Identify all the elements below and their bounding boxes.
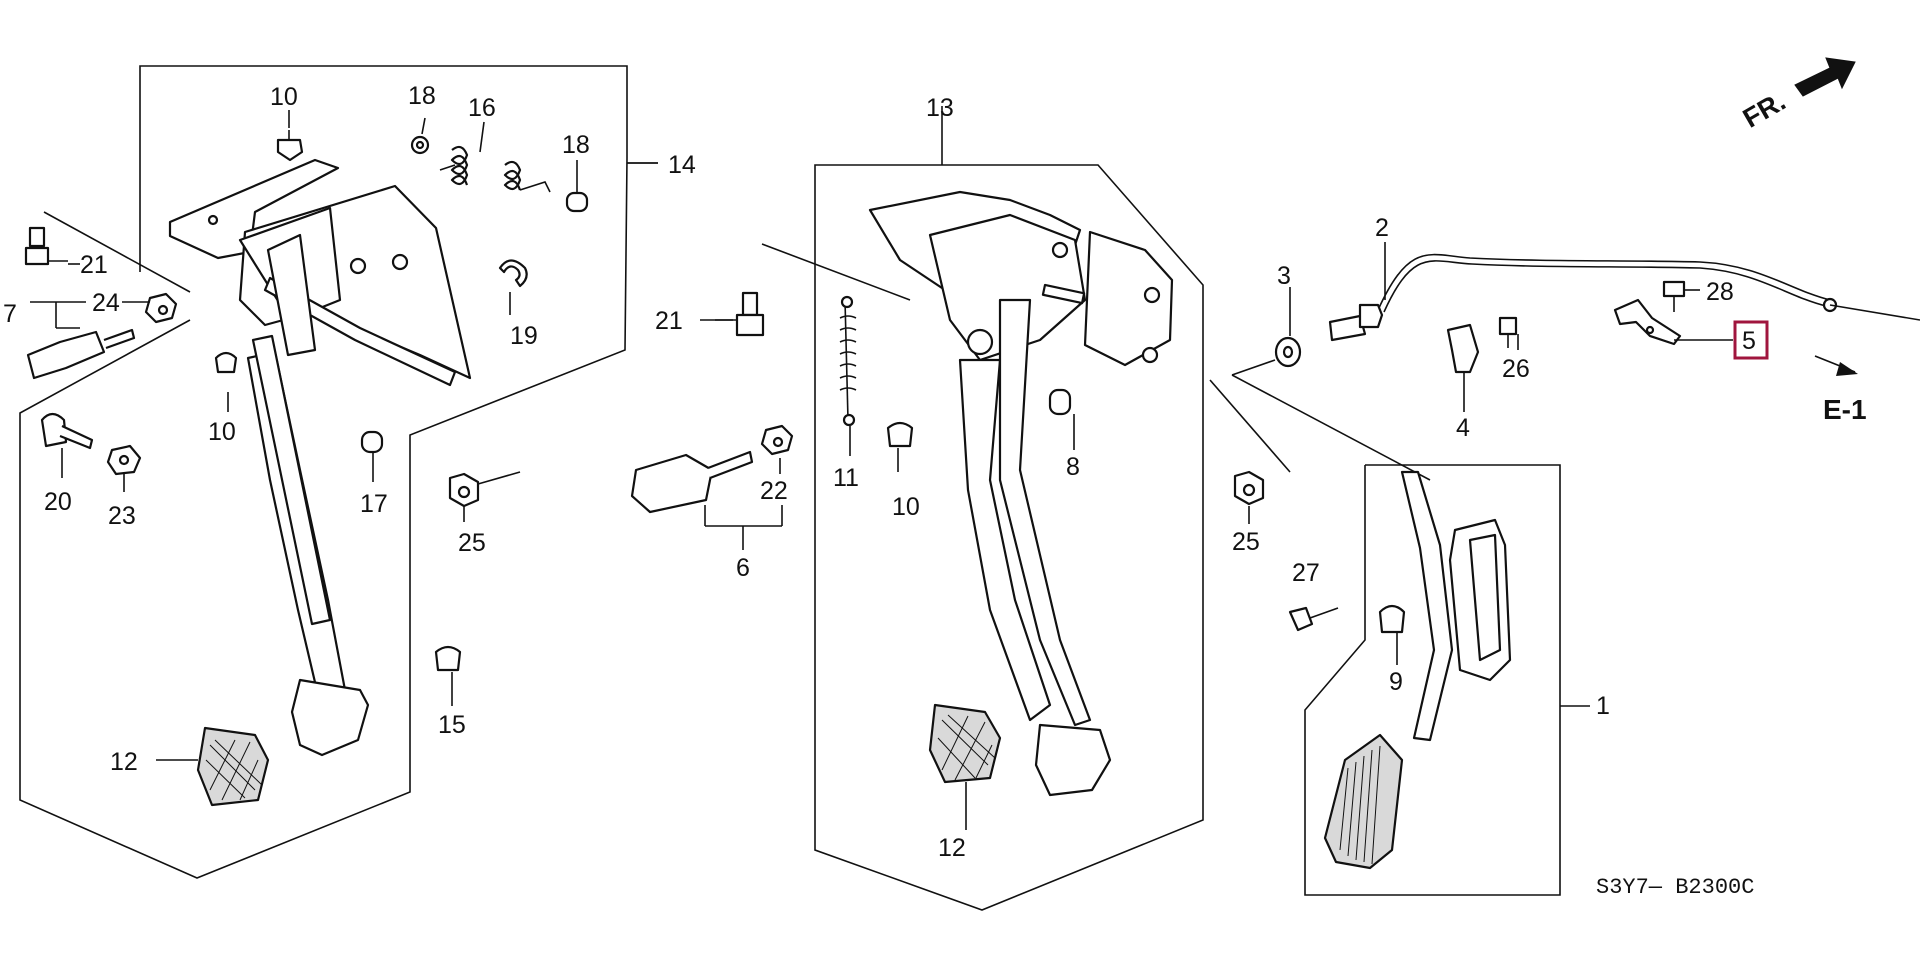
nut-25b bbox=[1233, 470, 1265, 506]
callout-12-a: 12 bbox=[110, 748, 138, 776]
nut-23 bbox=[106, 444, 142, 476]
callout-11: 11 bbox=[833, 464, 859, 492]
bushing-8 bbox=[1048, 388, 1072, 416]
callout-26: 26 bbox=[1502, 355, 1530, 383]
clutch-pedal-group bbox=[19, 65, 658, 879]
front-arrow-icon bbox=[1794, 57, 1856, 97]
callout-labels: 1 2 3 4 5 6 7 8 9 10 10 10 11 12 12 13 1… bbox=[3, 82, 1769, 862]
callout-15: 15 bbox=[438, 711, 466, 739]
front-direction-indicator: FR. bbox=[1738, 57, 1856, 134]
callout-21-b: 21 bbox=[655, 307, 683, 335]
brake-pedal-arm bbox=[958, 358, 1052, 722]
callout-leaders bbox=[30, 106, 1733, 830]
clip-10b bbox=[214, 351, 238, 374]
callout-3: 3 bbox=[1277, 262, 1291, 290]
bolt-26 bbox=[1498, 316, 1518, 348]
callout-28: 28 bbox=[1706, 278, 1734, 306]
callout-9: 9 bbox=[1389, 668, 1403, 696]
callout-4: 4 bbox=[1456, 414, 1470, 442]
cable-clip-4 bbox=[1446, 323, 1480, 374]
highlight-box bbox=[1733, 320, 1769, 360]
callout-6: 6 bbox=[736, 554, 750, 582]
washer-3 bbox=[1274, 336, 1302, 368]
reference-arrow-icon bbox=[1836, 362, 1858, 376]
front-label: FR. bbox=[1738, 86, 1791, 134]
clip-15 bbox=[434, 645, 462, 672]
bushing-17 bbox=[360, 430, 384, 454]
callout-23: 23 bbox=[108, 502, 136, 530]
clip-10c bbox=[886, 421, 914, 448]
clip-19 bbox=[498, 259, 528, 288]
bolt-21b bbox=[715, 291, 765, 337]
bushing-18a bbox=[410, 135, 430, 155]
diagram-code: S3Y7— B2300C bbox=[1596, 875, 1754, 900]
accelerator-group bbox=[1231, 253, 1920, 896]
callout-17: 17 bbox=[360, 490, 388, 518]
cable-bracket-5 bbox=[1613, 298, 1682, 346]
callout-8: 8 bbox=[1066, 453, 1080, 481]
spring-16 bbox=[439, 145, 551, 193]
nut-22 bbox=[760, 424, 794, 456]
pedal-pad-12b bbox=[928, 703, 1002, 784]
clip-10a bbox=[276, 130, 304, 162]
bolt-21a bbox=[24, 226, 68, 266]
callout-25-a: 25 bbox=[458, 529, 486, 557]
callout-5: 5 bbox=[1742, 327, 1756, 355]
bolt-28 bbox=[1662, 280, 1686, 312]
brake-pedal-group bbox=[630, 164, 1291, 911]
stopper-20 bbox=[40, 412, 94, 450]
nut-25a bbox=[448, 472, 480, 508]
callout-18-b: 18 bbox=[562, 131, 590, 159]
callout-10-a: 10 bbox=[270, 83, 298, 111]
accelerator-pedal-pad bbox=[1323, 733, 1404, 870]
bushing-18b bbox=[565, 191, 589, 213]
spring-11 bbox=[839, 295, 857, 427]
bolt-27 bbox=[1288, 606, 1339, 632]
callout-25-b: 25 bbox=[1232, 528, 1260, 556]
throttle-cable bbox=[1377, 253, 1831, 311]
callout-1: 1 bbox=[1596, 692, 1610, 720]
section-reference: E-1 bbox=[1814, 355, 1867, 425]
switch-7 bbox=[26, 328, 136, 380]
callout-13: 13 bbox=[926, 94, 954, 122]
callout-14: 14 bbox=[668, 151, 696, 179]
callout-10-c: 10 bbox=[892, 493, 920, 521]
clip-9 bbox=[1378, 604, 1406, 634]
callout-22: 22 bbox=[760, 477, 788, 505]
switch-6 bbox=[630, 450, 754, 514]
callout-19: 19 bbox=[510, 322, 538, 350]
callout-18-a: 18 bbox=[408, 82, 436, 110]
reference-label: E-1 bbox=[1823, 394, 1867, 425]
callout-27: 27 bbox=[1292, 559, 1320, 587]
callout-24: 24 bbox=[92, 289, 120, 317]
callout-10-b: 10 bbox=[208, 418, 236, 446]
callout-7: 7 bbox=[3, 300, 17, 328]
callout-16: 16 bbox=[468, 94, 496, 122]
pedal-pad-rubber bbox=[196, 726, 270, 807]
callout-2: 2 bbox=[1375, 214, 1389, 242]
callout-5-highlight: 5 bbox=[1733, 320, 1769, 360]
nut-24 bbox=[144, 292, 178, 324]
callout-12-b: 12 bbox=[938, 834, 966, 862]
callout-20: 20 bbox=[44, 488, 72, 516]
callout-21-a: 21 bbox=[80, 251, 108, 279]
